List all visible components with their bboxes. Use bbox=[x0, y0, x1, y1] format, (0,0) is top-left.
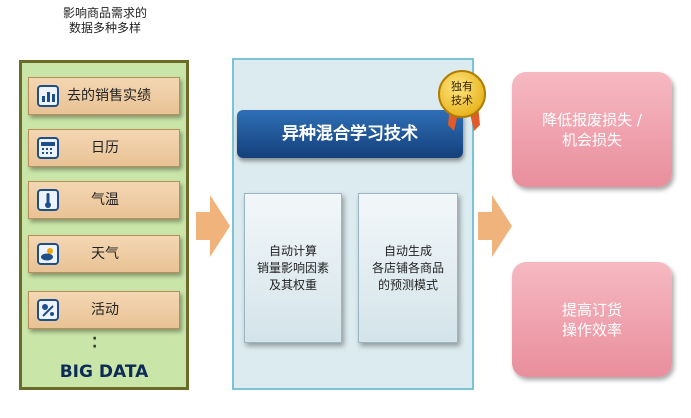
arrow-right-icon bbox=[196, 195, 230, 261]
big-data-label: BIG DATA bbox=[59, 362, 149, 382]
event-icon bbox=[37, 299, 59, 321]
result-order-efficiency: 提高订货 操作效率 bbox=[512, 262, 672, 377]
big-data-panel: 去的销售实绩 日历 气温 天气 活动 bbox=[19, 60, 189, 390]
data-item-label: 天气 bbox=[91, 246, 119, 262]
weather-icon bbox=[37, 243, 59, 265]
calendar-icon bbox=[37, 137, 59, 159]
data-item-temperature: 气温 bbox=[28, 181, 180, 219]
auto-calc-box: 自动计算 销量影响因素 及其权重 bbox=[244, 193, 342, 343]
data-item-calendar: 日历 bbox=[28, 129, 180, 167]
unique-tech-badge: 独有 技术 bbox=[438, 70, 486, 118]
data-item-label: 气温 bbox=[91, 192, 119, 208]
technique-title: 异种混合学习技术 bbox=[237, 110, 463, 158]
data-item-label: 日历 bbox=[91, 140, 119, 156]
big-data-caption: 影响商品需求的 数据多种多样 bbox=[62, 6, 147, 35]
thermometer-icon bbox=[37, 189, 59, 211]
result-reduce-loss: 降低报废损失 / 机会损失 bbox=[512, 72, 672, 187]
data-item-label: 去的销售实绩 bbox=[67, 88, 151, 104]
bar-chart-icon bbox=[37, 85, 59, 107]
data-item-label: 活动 bbox=[91, 302, 119, 318]
data-item-sales: 去的销售实绩 bbox=[28, 77, 180, 115]
arrow-right-icon bbox=[478, 195, 512, 261]
auto-model-box: 自动生成 各店铺各商品 的预测模式 bbox=[358, 193, 458, 343]
data-item-weather: 天气 bbox=[28, 235, 180, 273]
data-item-event: 活动 bbox=[28, 291, 180, 329]
more-dots: · · bbox=[92, 331, 98, 355]
